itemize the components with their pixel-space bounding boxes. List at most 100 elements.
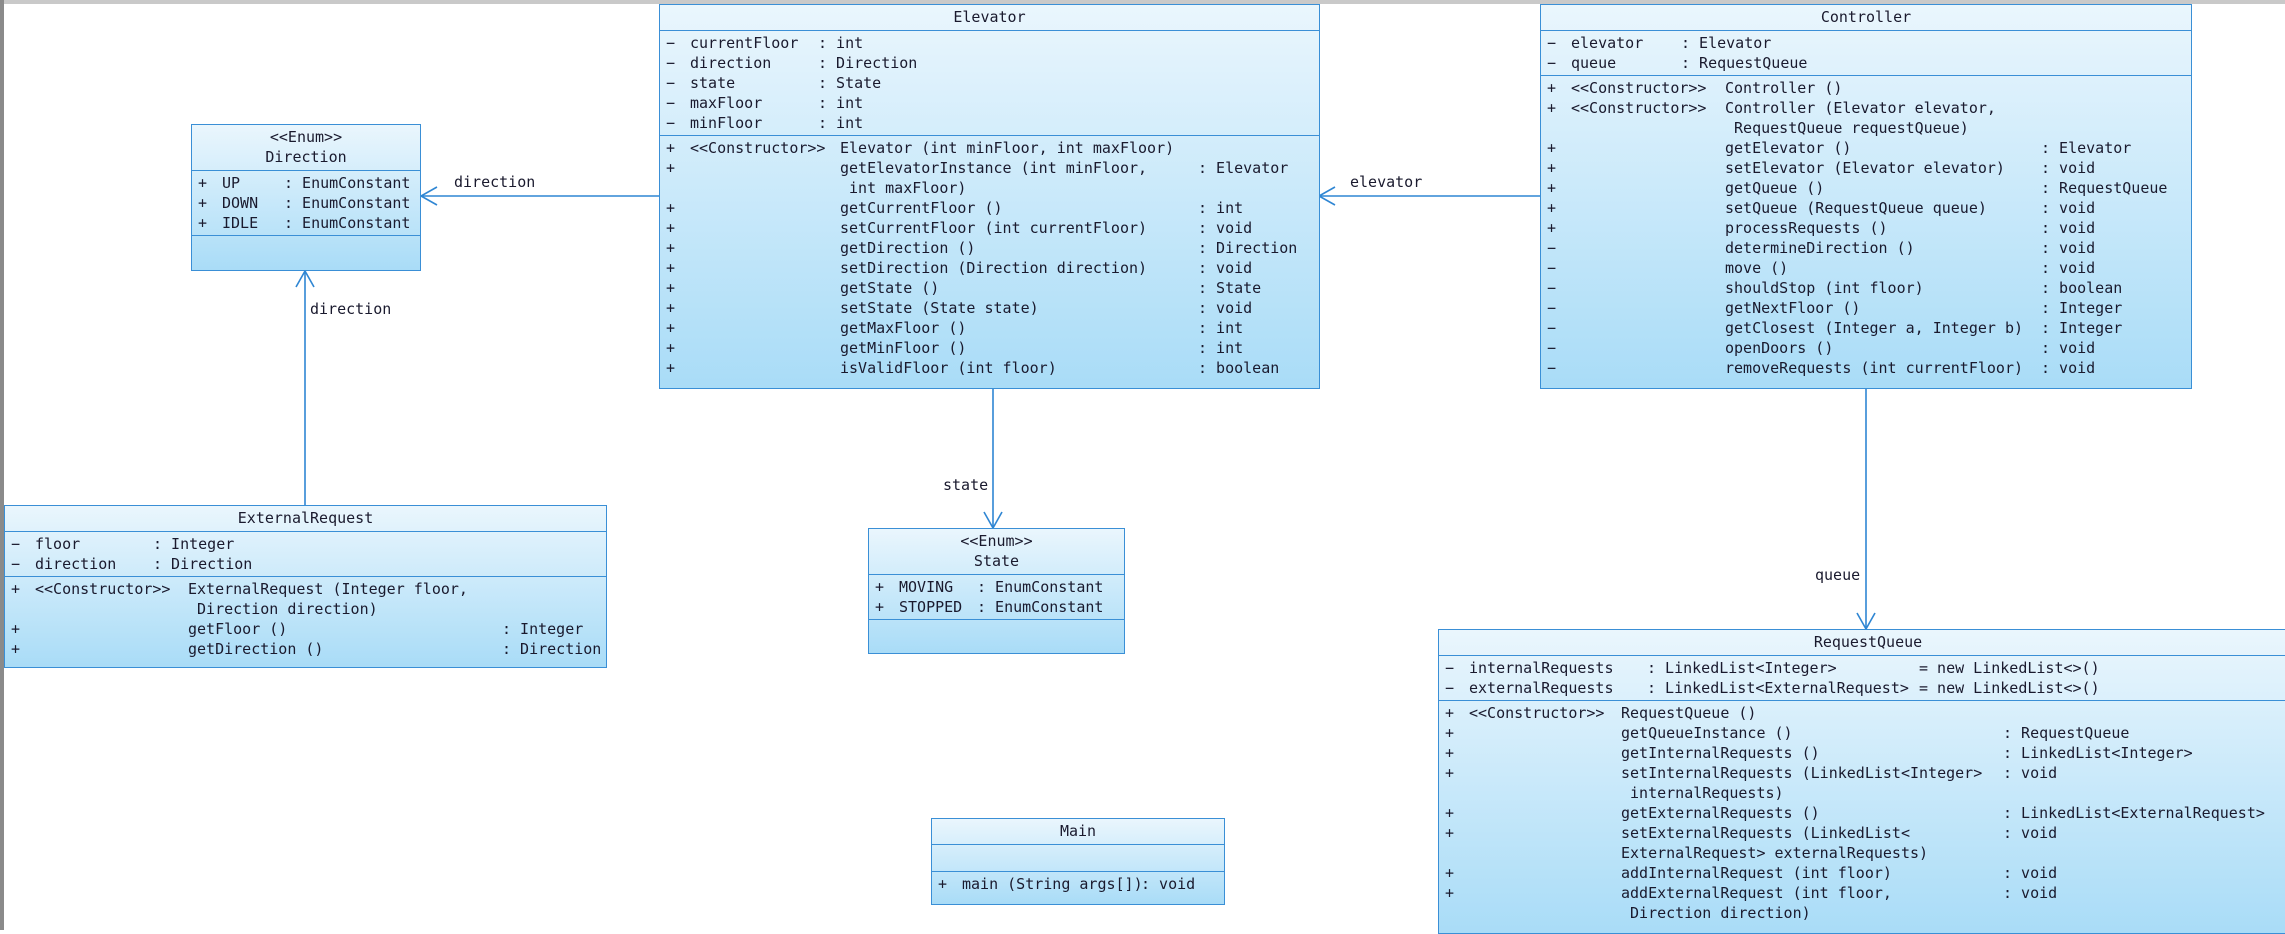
attribute-row: +DOWN: EnumConstant <box>192 193 420 213</box>
visibility-marker: − <box>666 54 676 72</box>
attribute-row: −queue: RequestQueue <box>1541 53 2191 73</box>
attribute-row: +UP: EnumConstant <box>192 173 420 193</box>
operation-signature: setState (State state) <box>840 299 1039 317</box>
attribute-name: STOPPED <box>899 598 963 616</box>
operation-row: −determineDirection (): void <box>1541 238 2191 258</box>
operation-signature: getMaxFloor () <box>840 319 967 337</box>
operation-signature: int maxFloor) <box>840 179 967 197</box>
operation-signature: getMinFloor () <box>840 339 967 357</box>
visibility-marker: − <box>1547 359 1557 377</box>
attribute-name: floor <box>35 535 81 553</box>
operation-row: +<<Constructor>>ExternalRequest (Integer… <box>5 579 606 599</box>
operation-row: −move (): void <box>1541 258 2191 278</box>
visibility-marker: + <box>875 578 885 596</box>
operation-row: +getExternalRequests (): LinkedList<Exte… <box>1439 803 2285 823</box>
return-type: : void <box>2041 339 2096 357</box>
operation-signature: getState () <box>840 279 940 297</box>
attribute-type: : int <box>818 114 864 132</box>
operation-row: +getFloor (): Integer <box>5 619 606 639</box>
visibility-marker: + <box>1547 219 1557 237</box>
operation-signature: shouldStop (int floor) <box>1725 279 1924 297</box>
visibility-marker: + <box>666 239 676 257</box>
visibility-marker: + <box>666 319 676 337</box>
return-type: : void <box>2003 884 2058 902</box>
visibility-marker: + <box>666 219 676 237</box>
class-elevator[interactable]: Elevator −currentFloor: int−direction: D… <box>659 4 1320 389</box>
visibility-marker: + <box>1547 79 1557 97</box>
operation-row: +setInternalRequests (LinkedList<Integer… <box>1439 763 2285 783</box>
attribute-type: : EnumConstant <box>284 174 411 192</box>
literals-compartment: +MOVING: EnumConstant+STOPPED: EnumConst… <box>869 575 1124 620</box>
attribute-type: : EnumConstant <box>284 194 411 212</box>
enum-state[interactable]: <<Enum>> State +MOVING: EnumConstant+STO… <box>868 528 1125 654</box>
return-type: : int <box>1198 199 1244 217</box>
return-type: : void <box>2003 824 2058 842</box>
attribute-name: queue <box>1571 54 1617 72</box>
return-type: : Integer <box>502 620 584 638</box>
visibility-marker: + <box>198 214 208 232</box>
operation-signature: ExternalRequest> externalRequests) <box>1621 844 1929 862</box>
visibility-marker: + <box>875 598 885 616</box>
operation-signature: addInternalRequest (int floor) <box>1621 864 1892 882</box>
class-name: Controller <box>1541 5 2191 31</box>
operation-signature: Controller (Elevator elevator, <box>1725 99 1996 117</box>
class-main[interactable]: Main +main (String args[]): void <box>931 818 1225 905</box>
attribute-name: minFloor <box>690 114 763 132</box>
operation-row: +processRequests (): void <box>1541 218 2191 238</box>
operation-signature: ExternalRequest (Integer floor, <box>188 580 468 598</box>
association-label-direction: direction <box>454 173 536 191</box>
attribute-row: +MOVING: EnumConstant <box>869 577 1124 597</box>
operation-signature: determineDirection () <box>1725 239 1915 257</box>
return-type: : void <box>2003 764 2058 782</box>
operation-signature: Direction direction) <box>188 600 378 618</box>
class-requestqueue[interactable]: RequestQueue −internalRequests: LinkedLi… <box>1438 629 2285 934</box>
return-type: : void <box>2003 864 2058 882</box>
operation-signature: getInternalRequests () <box>1621 744 1820 762</box>
visibility-marker: − <box>11 555 21 573</box>
operation-row: Direction direction) <box>5 599 606 619</box>
operation-row: +setCurrentFloor (int currentFloor): voi… <box>660 218 1319 238</box>
class-controller[interactable]: Controller −elevator: Elevator−queue: Re… <box>1540 4 2192 389</box>
operations-compartment: +main (String args[]): void <box>932 872 1224 896</box>
operation-signature: getDirection () <box>840 239 976 257</box>
return-type: : Elevator <box>1198 159 1289 177</box>
operation-signature: removeRequests (int currentFloor) <box>1725 359 2024 377</box>
visibility-marker: + <box>666 279 676 297</box>
class-externalrequest[interactable]: ExternalRequest −floor: Integer−directio… <box>4 505 607 668</box>
operations-compartment: +<<Constructor>>Elevator (int minFloor, … <box>660 136 1319 380</box>
arrowhead-icon <box>419 186 438 206</box>
stereotype: <<Constructor>> <box>1571 99 1707 117</box>
operation-row: +getElevatorInstance (int minFloor,: Ele… <box>660 158 1319 178</box>
return-type: : void <box>1198 219 1253 237</box>
empty-attributes-compartment <box>932 845 1224 872</box>
return-type: : void <box>2041 159 2096 177</box>
visibility-marker: + <box>666 159 676 177</box>
attribute-row: −elevator: Elevator <box>1541 33 2191 53</box>
visibility-marker: + <box>1445 804 1455 822</box>
visibility-marker: − <box>1445 659 1455 677</box>
visibility-marker: + <box>1445 744 1455 762</box>
operation-row: −shouldStop (int floor): boolean <box>1541 278 2191 298</box>
return-type: : Integer <box>2041 319 2123 337</box>
visibility-marker: − <box>1547 239 1557 257</box>
attribute-name: maxFloor <box>690 94 763 112</box>
enum-direction[interactable]: <<Enum>> Direction +UP: EnumConstant+DOW… <box>191 124 421 271</box>
operation-signature: isValidFloor (int floor) <box>840 359 1057 377</box>
stereotype: <<Constructor>> <box>1571 79 1707 97</box>
operation-row: +getCurrentFloor (): int <box>660 198 1319 218</box>
visibility-marker: − <box>1547 54 1557 72</box>
operation-row: +<<Constructor>>RequestQueue () <box>1439 703 2285 723</box>
initial-value: = new LinkedList<>() <box>1919 659 2100 677</box>
stereotype: <<Constructor>> <box>690 139 826 157</box>
visibility-marker: − <box>666 34 676 52</box>
operations-compartment: +<<Constructor>>Controller ()+<<Construc… <box>1541 76 2191 380</box>
visibility-marker: + <box>1445 724 1455 742</box>
return-type: : int <box>1198 339 1244 357</box>
association-label-state: state <box>943 476 989 494</box>
operation-signature: setInternalRequests (LinkedList<Integer> <box>1621 764 1983 782</box>
class-name: State <box>973 552 1020 570</box>
return-type: : void <box>1198 299 1253 317</box>
return-type: : int <box>1198 319 1244 337</box>
association-label-elevator: elevator <box>1350 173 1423 191</box>
